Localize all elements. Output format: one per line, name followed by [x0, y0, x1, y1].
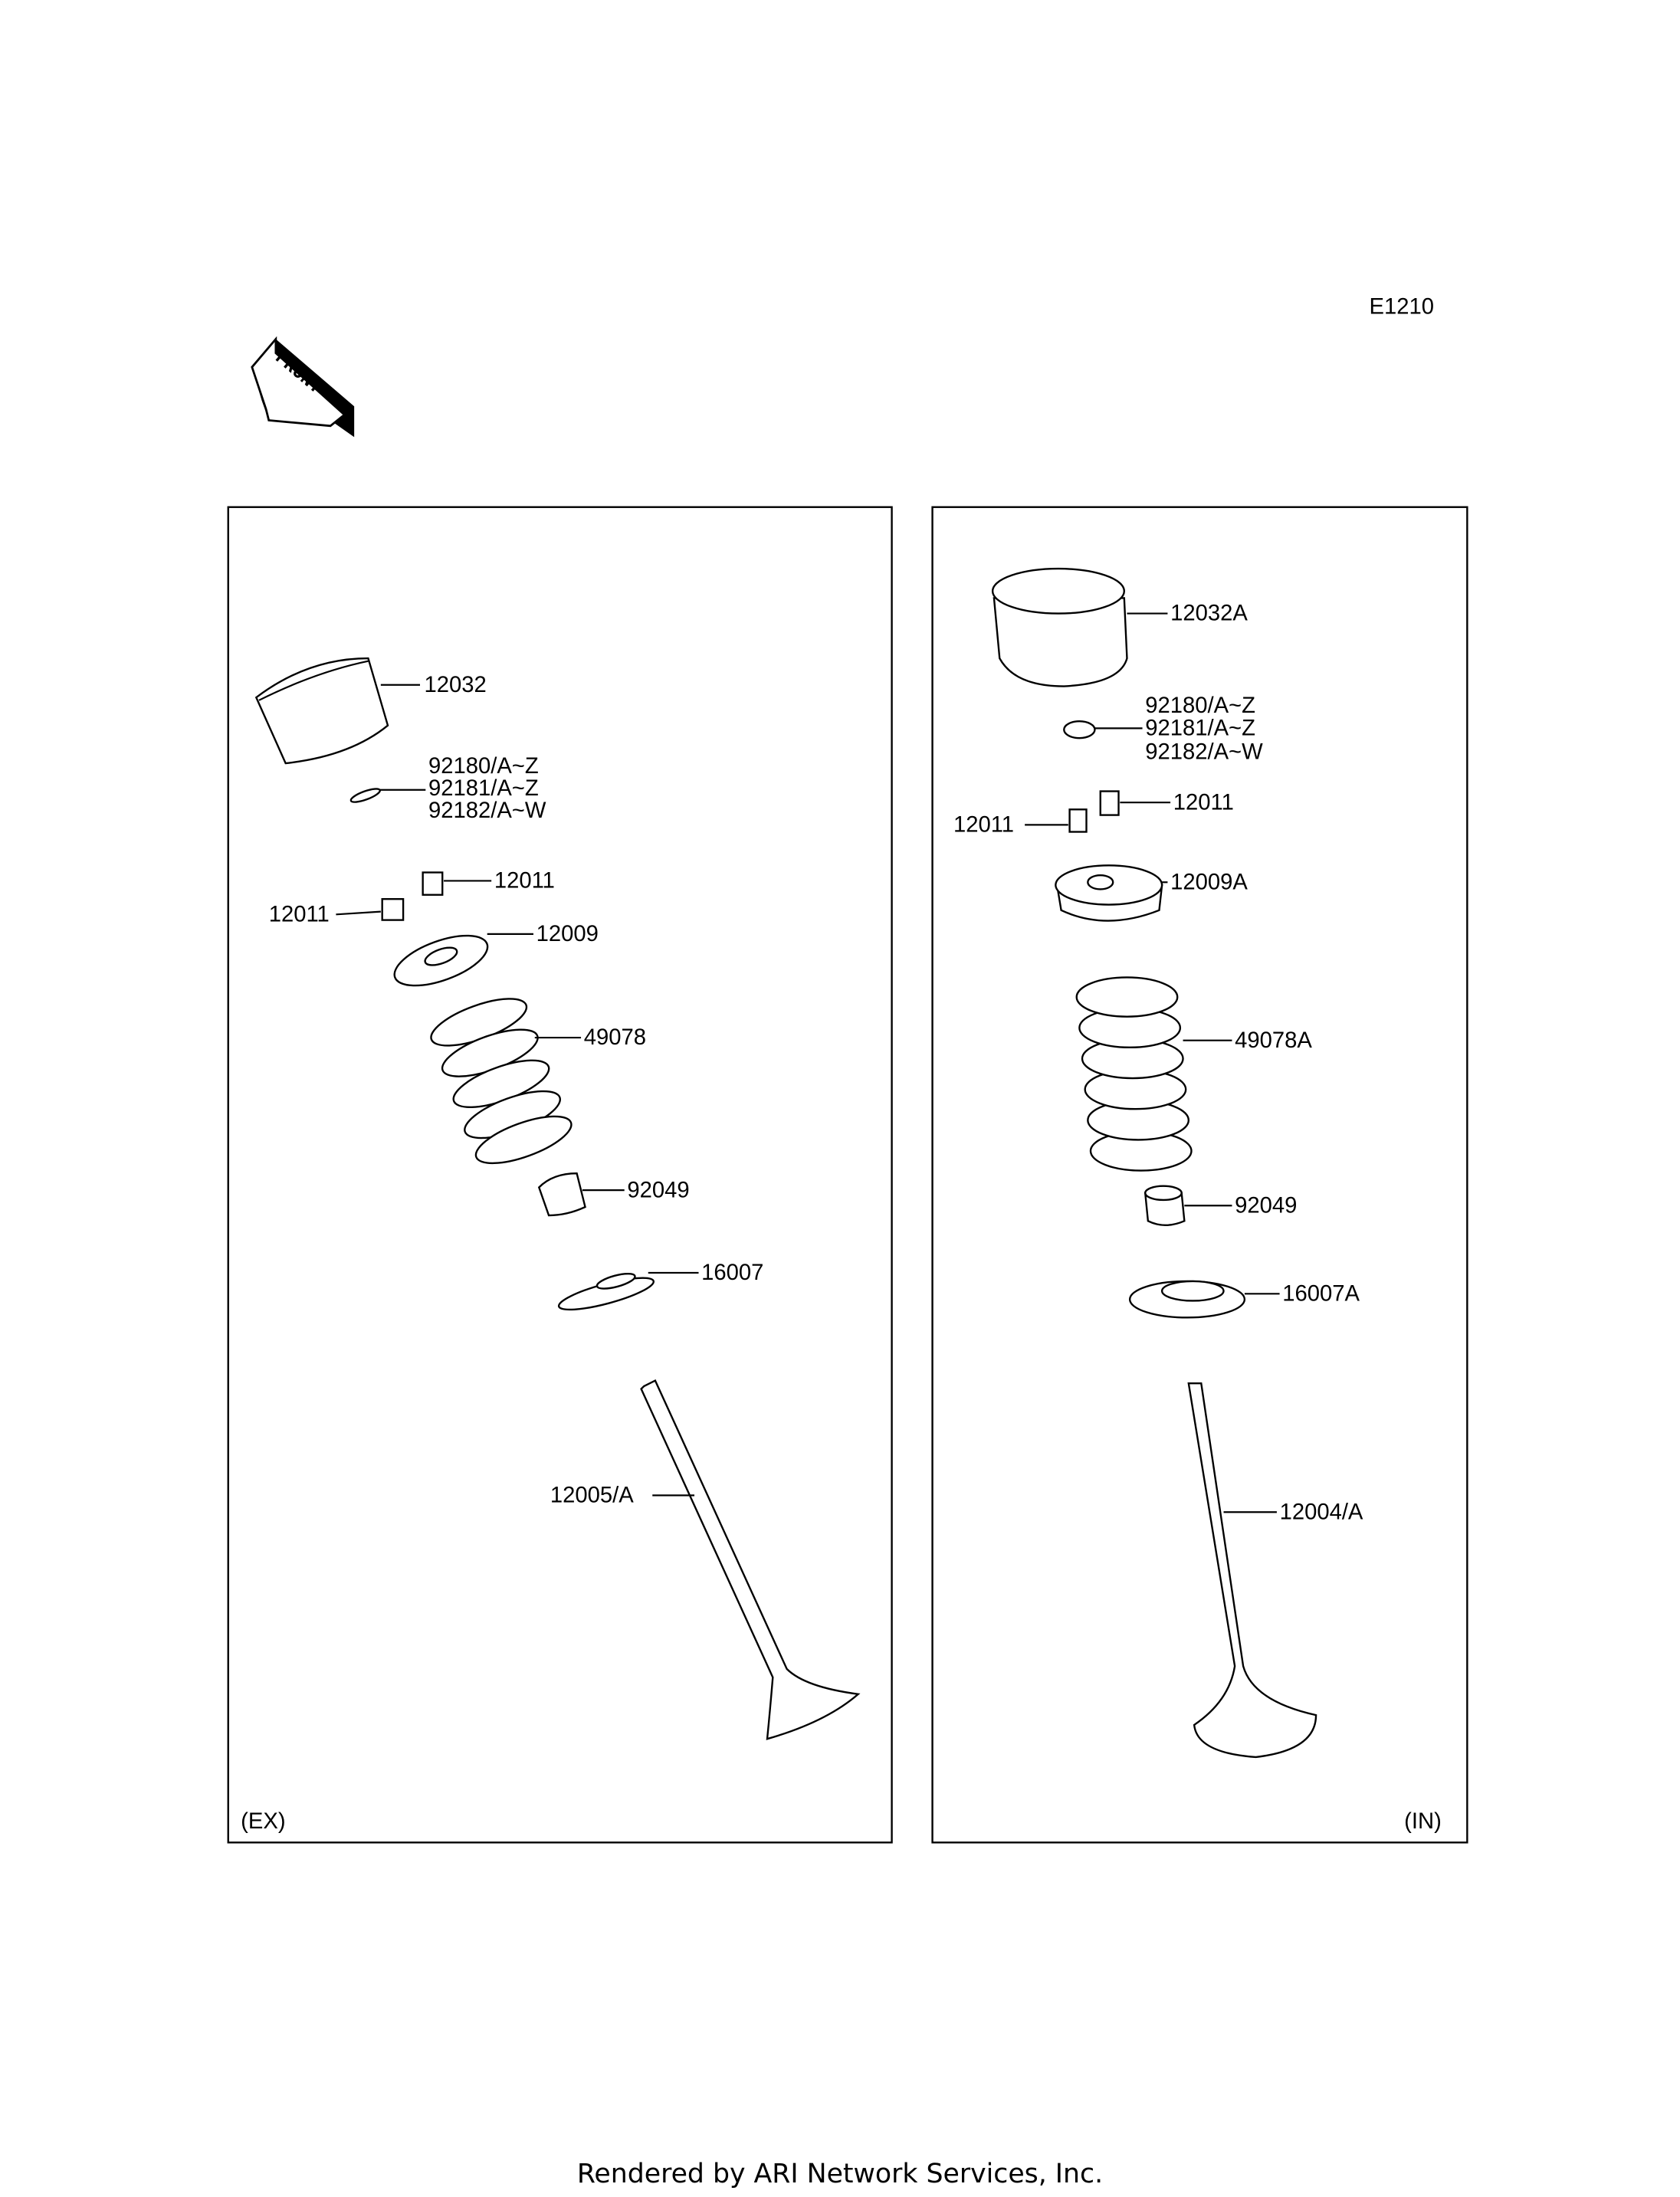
part-label: 49078	[584, 1025, 646, 1050]
retainer-part	[393, 933, 533, 987]
part-label: 12011	[1173, 790, 1234, 815]
spring-part	[430, 998, 582, 1165]
part-label: 16007	[701, 1261, 763, 1285]
part-label: 12011	[953, 813, 1014, 838]
front-arrow-icon: FRONT	[251, 336, 355, 438]
spring-part	[1075, 976, 1232, 1172]
part-label: 12009A	[1170, 870, 1248, 894]
shim-part	[1063, 720, 1096, 739]
shim-part	[349, 788, 381, 803]
seat-part	[1128, 1280, 1280, 1319]
diagram-code: E1210	[1369, 295, 1434, 320]
cotter-part	[1068, 808, 1088, 833]
cotter-part	[422, 871, 444, 896]
part-label: 49078A	[1235, 1028, 1312, 1053]
part-label: 12032	[424, 673, 486, 697]
part-label: 92049	[1235, 1193, 1297, 1218]
retainer-part	[1055, 864, 1168, 922]
seal-part	[537, 1172, 625, 1217]
part-label: 12011	[269, 902, 330, 926]
part-label: 92181/A~Z	[428, 776, 539, 801]
footer-credit: Rendered by ARI Network Services, Inc.	[577, 2159, 1103, 2189]
cotter-part	[381, 898, 405, 921]
cotter-part	[1099, 790, 1120, 816]
part-label: 92181/A~Z	[1145, 716, 1255, 740]
section-label: (EX)	[241, 1809, 285, 1834]
part-label: 92182/A~W	[1145, 740, 1263, 765]
valve-part	[640, 1379, 861, 1740]
seat-part	[557, 1271, 699, 1311]
part-label: 16007A	[1282, 1281, 1360, 1306]
part-label: 12032A	[1170, 602, 1248, 626]
section-label: (IN)	[1404, 1809, 1442, 1834]
part-label: 12004/A	[1280, 1500, 1363, 1524]
part-label: 92180/A~Z	[1145, 694, 1255, 718]
part-label: 92049	[627, 1178, 689, 1202]
part-label: 12009	[536, 922, 599, 946]
tappet-part	[254, 657, 420, 765]
tappet-part	[991, 567, 1168, 687]
part-label: 92182/A~W	[428, 798, 546, 823]
valve-part	[1187, 1382, 1317, 1759]
intake-panel: 12032A 92180/A~Z 92181/A~Z 92182/A~W 120…	[931, 506, 1468, 1844]
part-label: 12005/A	[550, 1483, 634, 1507]
seal-part	[1144, 1185, 1232, 1226]
part-label: 12011	[494, 869, 555, 894]
part-label: 92180/A~Z	[428, 754, 539, 779]
exhaust-panel: 12032 92180/A~Z 92181/A~Z 92182/A~W 1201…	[227, 506, 893, 1844]
